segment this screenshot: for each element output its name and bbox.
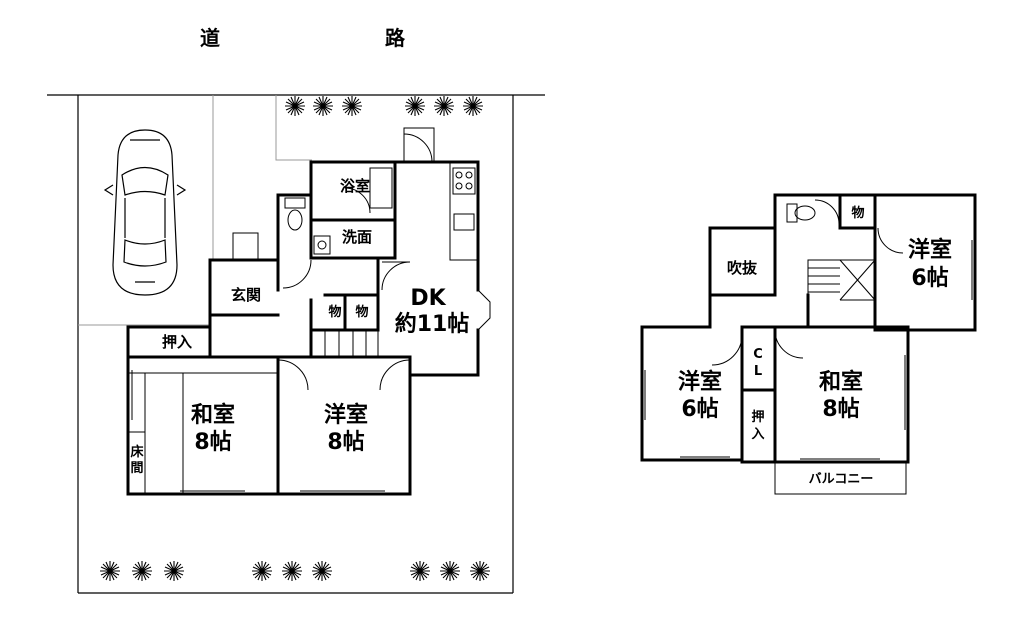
floor1-walls (126, 160, 480, 496)
road-label-2: 路 (385, 26, 406, 50)
shrubs-bottom (99, 560, 491, 582)
room-bath: 浴室 (340, 177, 370, 195)
f2-room-storage: 物 (851, 205, 864, 221)
f2-room-youshitsu-w-2: 6帖 (681, 397, 718, 422)
room-youshitsu-label-1: 洋室 (324, 402, 368, 428)
room-washitsu-label-1: 和室 (191, 402, 235, 428)
f2-room-closet-2: 入 (751, 427, 764, 442)
f2-room-youshitsu-w-1: 洋室 (678, 369, 722, 395)
f2-room-youshitsu-ne-1: 洋室 (908, 237, 952, 263)
f2-room-youshitsu-ne-2: 6帖 (911, 266, 948, 291)
road-label-1: 道 (200, 26, 220, 50)
f2-room-cl-1: C (753, 347, 763, 362)
room-tokonoma-1: 床 (130, 444, 144, 460)
shrubs-top (284, 95, 484, 117)
f2-room-cl-2: L (754, 364, 762, 379)
f2-room-washitsu-1: 和室 (819, 369, 863, 395)
floor2-thin-lines (644, 199, 973, 495)
room-storage-1: 物 (328, 304, 341, 320)
room-dk-label-1: DK (410, 286, 446, 311)
room-storage-2: 物 (355, 304, 368, 320)
room-entrance: 玄関 (231, 286, 261, 304)
f2-room-fukinuke: 吹抜 (727, 259, 758, 277)
room-youshitsu-label-2: 8帖 (327, 430, 364, 455)
room-closet: 押入 (162, 333, 192, 351)
room-washitsu-label-2: 8帖 (194, 430, 231, 455)
room-tokonoma-2: 間 (130, 461, 143, 476)
car-icon (103, 129, 187, 296)
room-washroom: 洗面 (342, 228, 372, 246)
room-dk-label-2: 約11帖 (395, 311, 470, 337)
floor1-thin-lines (128, 127, 491, 494)
f2-room-washitsu-2: 8帖 (822, 397, 859, 422)
lot-boundary (47, 94, 545, 594)
f2-balcony: バルコニー (809, 472, 874, 487)
f2-room-closet-1: 押 (751, 409, 764, 425)
